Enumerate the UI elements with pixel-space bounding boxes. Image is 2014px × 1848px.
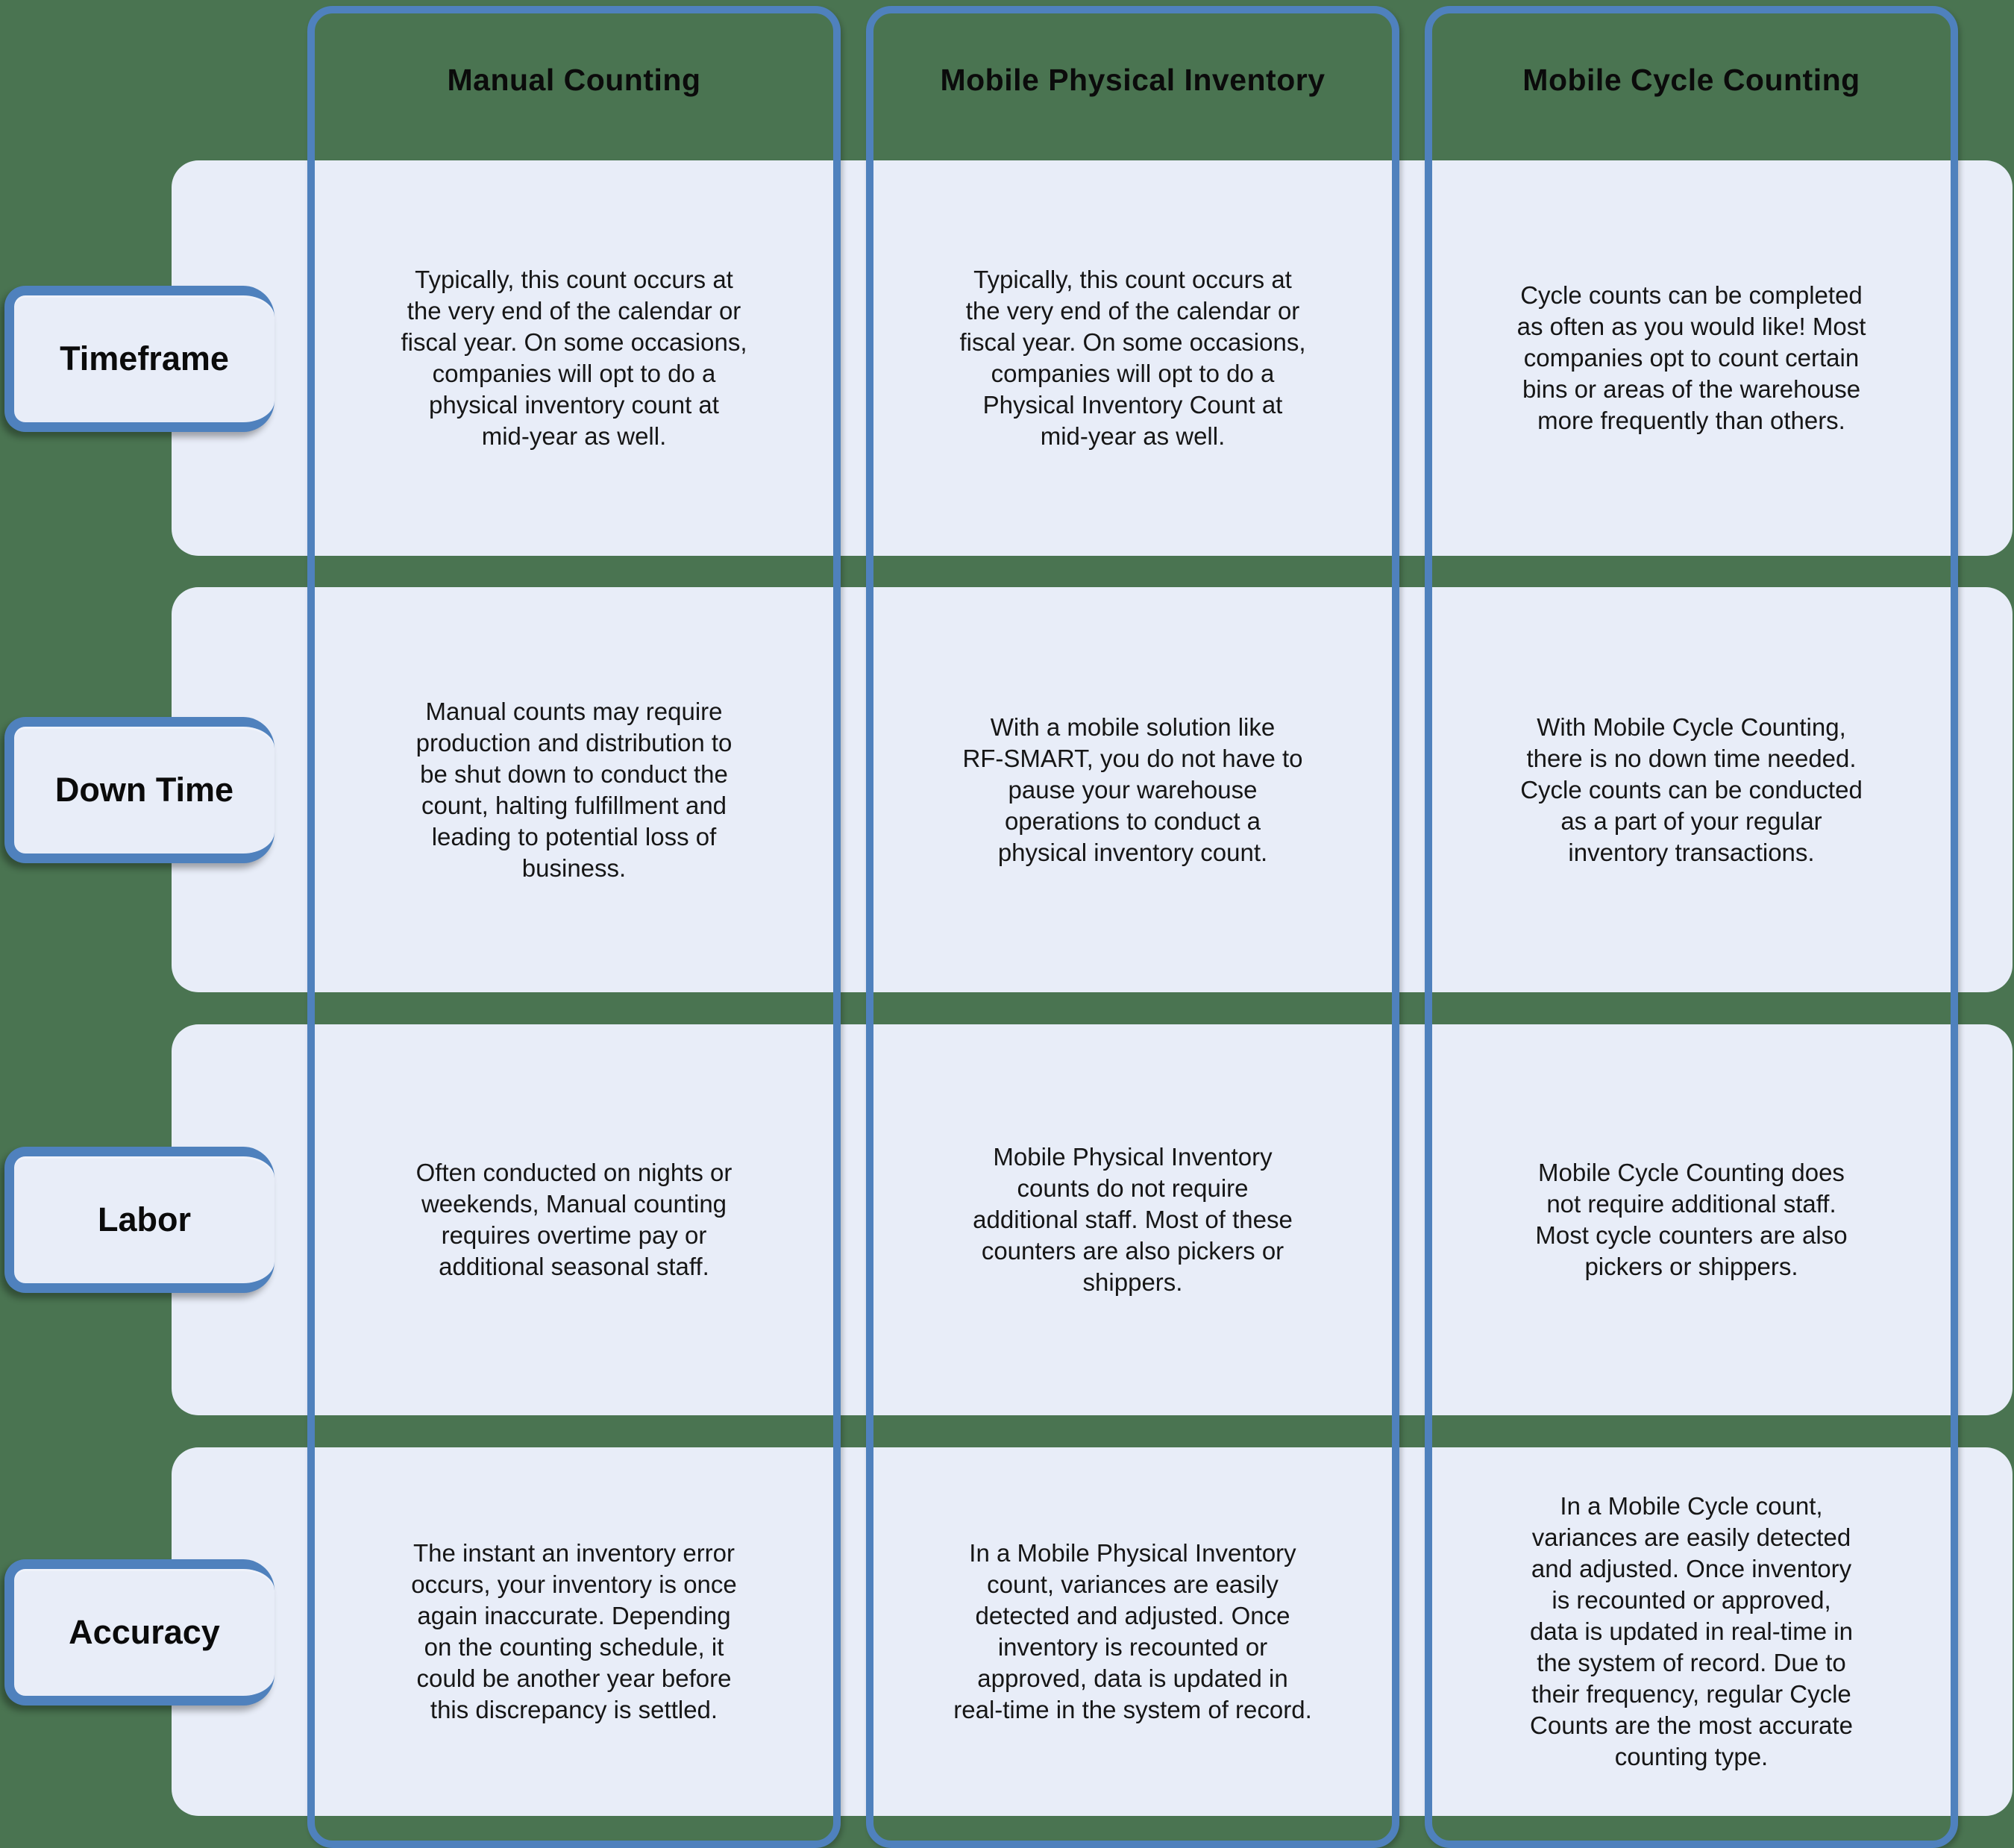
column-frame-manual-counting bbox=[307, 6, 841, 1848]
cell-timeframe-manual: Typically, this count occurs at the very… bbox=[401, 266, 747, 450]
cell-labor-mobile-cycle: Mobile Cycle Counting does not require a… bbox=[1535, 1159, 1848, 1280]
cell-labor-manual: Often conducted on nights or weekends, M… bbox=[415, 1159, 732, 1280]
cell-accuracy-mobile-cycle: In a Mobile Cycle count, variances are e… bbox=[1530, 1492, 1853, 1770]
cell-downtime-manual: Manual counts may require production and… bbox=[415, 697, 732, 882]
cell-accuracy-manual: The instant an inventory error occurs, y… bbox=[411, 1539, 737, 1723]
column-header-manual-counting: Manual Counting bbox=[447, 63, 701, 97]
column-frame-mobile-physical-inventory bbox=[866, 6, 1399, 1848]
row-band-timeframe bbox=[172, 160, 2013, 556]
row-band-down-time bbox=[172, 587, 2013, 992]
column-header-mobile-cycle-counting: Mobile Cycle Counting bbox=[1522, 63, 1860, 97]
cell-timeframe-mobile-cycle: Cycle counts can be completed as often a… bbox=[1516, 281, 1866, 434]
column-frame-mobile-cycle-counting bbox=[1425, 6, 1958, 1848]
cell-downtime-mobile-physical: With a mobile solution like RF-SMART, yo… bbox=[962, 712, 1303, 866]
row-label-timeframe: Timeframe bbox=[4, 286, 275, 432]
cell-timeframe-mobile-physical: Typically, this count occurs at the very… bbox=[959, 266, 1306, 450]
row-label-accuracy: Accuracy bbox=[4, 1559, 275, 1706]
row-band-labor bbox=[172, 1024, 2013, 1415]
row-band-accuracy bbox=[172, 1447, 2013, 1816]
cell-downtime-mobile-cycle: With Mobile Cycle Counting, there is no … bbox=[1520, 712, 1863, 866]
cell-labor-mobile-physical: Mobile Physical Inventory counts do not … bbox=[973, 1143, 1293, 1296]
row-label-labor: Labor bbox=[4, 1147, 275, 1293]
column-header-mobile-physical-inventory: Mobile Physical Inventory bbox=[940, 63, 1326, 97]
row-label-down-time: Down Time bbox=[4, 717, 275, 863]
cell-accuracy-mobile-physical: In a Mobile Physical Inventory count, va… bbox=[953, 1539, 1312, 1723]
